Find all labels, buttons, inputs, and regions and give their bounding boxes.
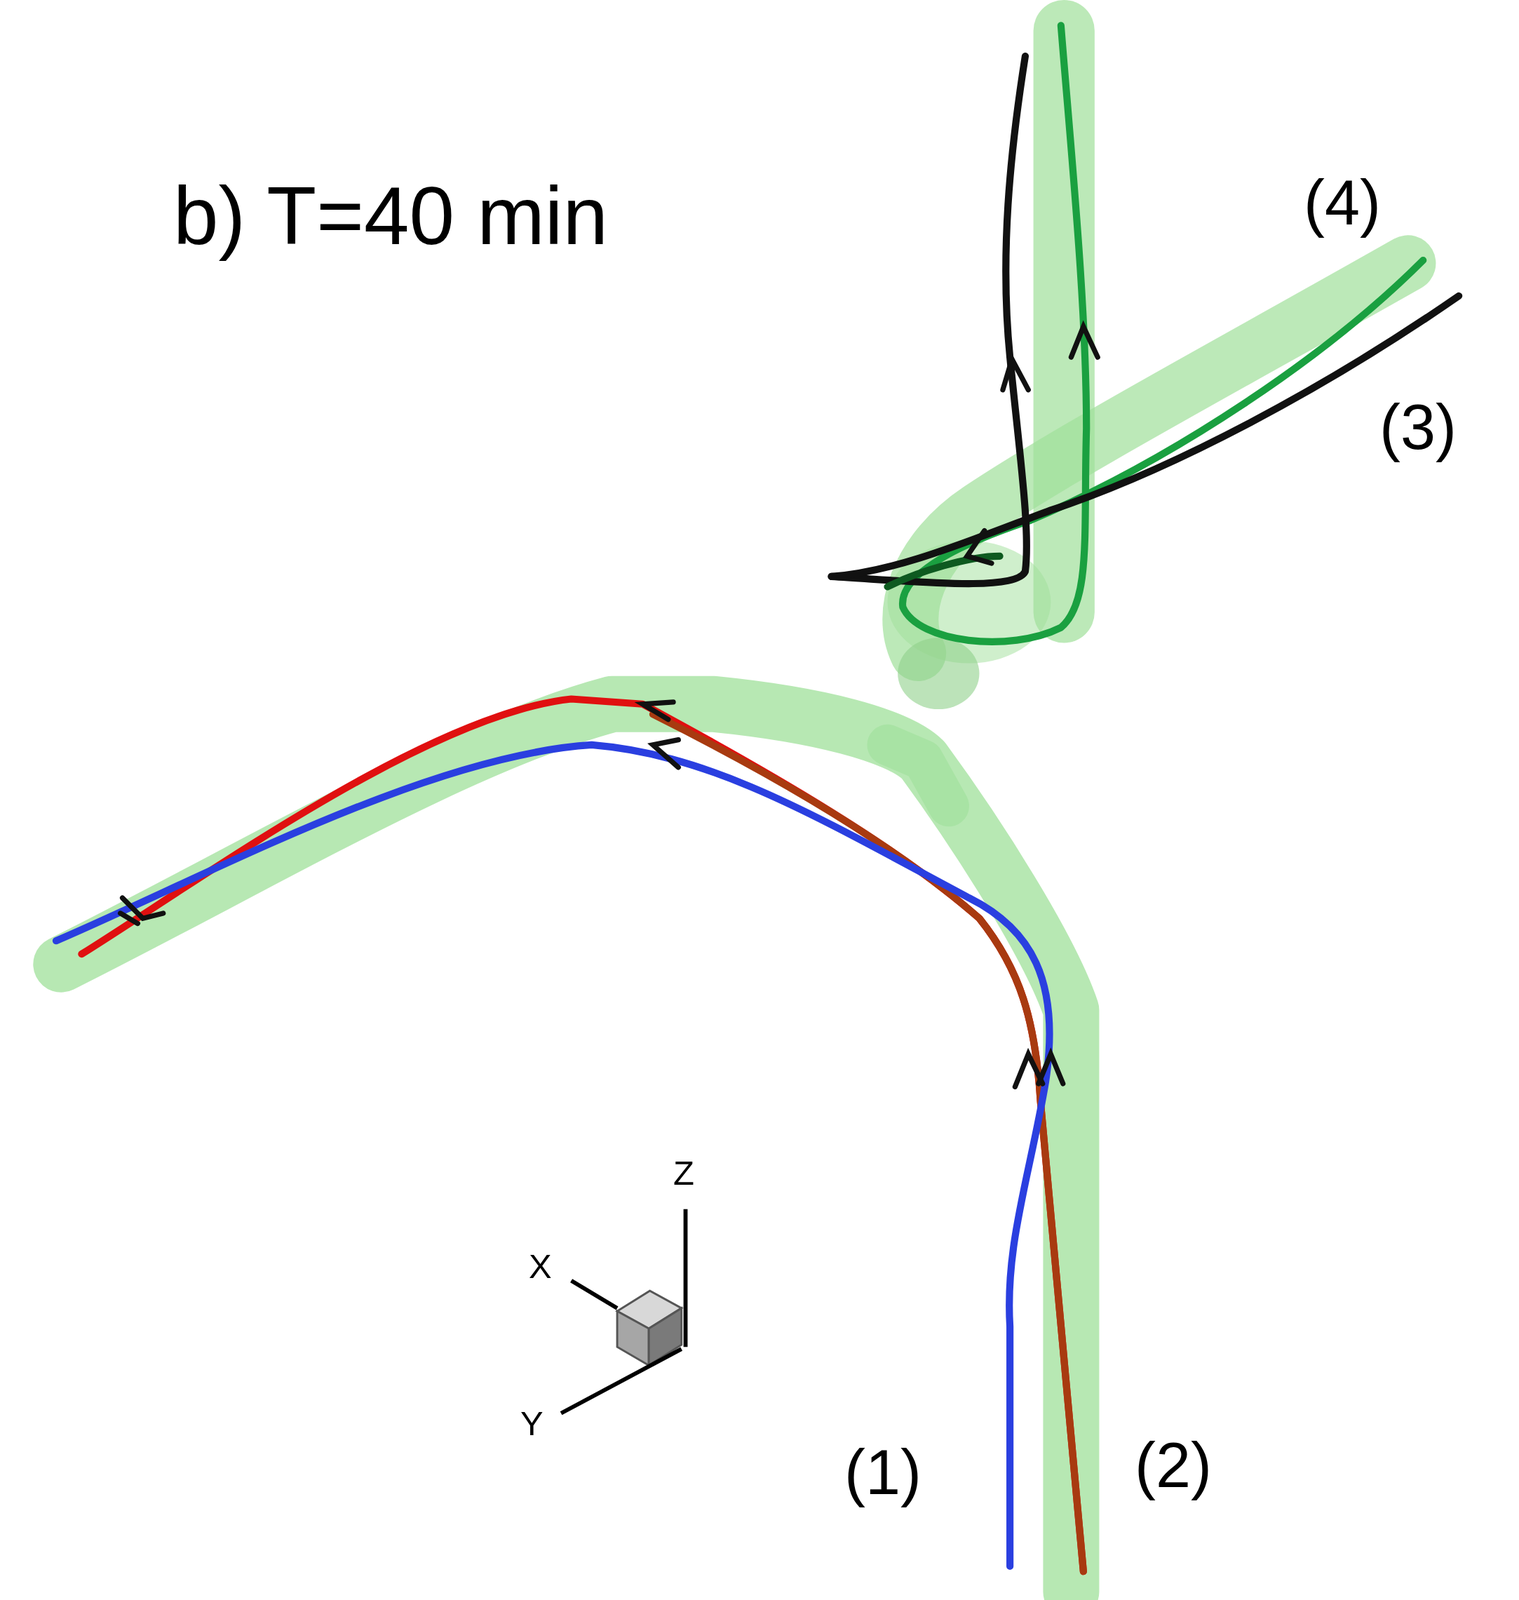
streamlines xyxy=(56,25,1459,1571)
callout-number: (4) xyxy=(1303,171,1381,235)
callout-number: (2) xyxy=(1134,1433,1212,1497)
vessel-surface xyxy=(61,30,1408,1592)
axis-triad xyxy=(561,1209,686,1414)
axis-label: X xyxy=(528,1249,552,1284)
axis-label: Y xyxy=(520,1406,544,1441)
panel-label: b) T=40 min xyxy=(173,175,609,257)
axis-label: Z xyxy=(673,1155,695,1191)
flow-arrowheads xyxy=(120,326,1099,1088)
callout-number: (1) xyxy=(844,1440,922,1504)
callout-number: (3) xyxy=(1379,395,1457,459)
